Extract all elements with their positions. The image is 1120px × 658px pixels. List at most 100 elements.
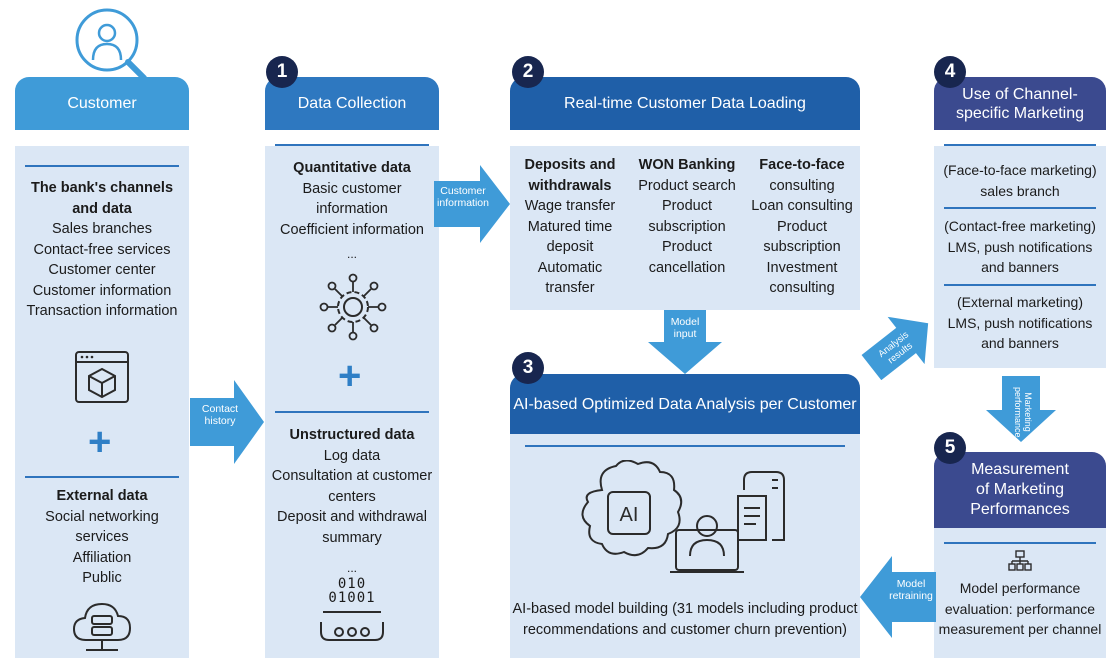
unstructured-item: centers: [328, 488, 376, 505]
channels-block: The bank's channels and data Sales branc…: [15, 178, 189, 322]
external-item: Public: [82, 570, 122, 586]
deposits-title: withdrawals: [528, 177, 612, 194]
won-banking-item: Product search: [638, 177, 736, 194]
divider: [25, 476, 179, 478]
face-to-face-item: Loan consulting: [751, 198, 853, 214]
data-loading-panel: [510, 146, 860, 310]
divider: [275, 144, 429, 146]
unstructured-block: Unstructured data Log data Consultation …: [265, 425, 439, 548]
ellipsis: ...: [346, 247, 357, 261]
customer-header-label: Customer: [67, 95, 137, 112]
quantitative-item: information: [316, 201, 388, 217]
marketing-performance-label: Marketing performance: [1013, 387, 1033, 438]
face-to-face-column: Face-to-face consulting Loan consulting …: [746, 155, 858, 299]
deposits-item: transfer: [545, 280, 595, 296]
channels-title-1: The bank's channels: [30, 180, 174, 196]
marketing-block: (Contact-free marketing) LMS, push notif…: [944, 218, 1096, 275]
won-banking-item: subscription: [648, 218, 726, 235]
channel-item: Customer information: [32, 282, 172, 299]
unstructured-title: Unstructured data: [289, 427, 415, 443]
ai-label: AI: [620, 504, 639, 526]
unstructured-item: Deposit and withdrawal: [277, 509, 427, 525]
deposits-item: deposit: [546, 239, 594, 255]
face-to-face-item: Investment: [766, 259, 838, 276]
divider: [944, 207, 1096, 209]
deposits-title: Deposits and: [524, 157, 616, 173]
ellipsis: ...: [346, 561, 357, 575]
plus-icon: +: [88, 420, 112, 464]
divider: [275, 411, 429, 413]
cloud-server-icon: [72, 600, 132, 658]
step-5-badge: 5: [934, 432, 966, 464]
model-retraining-label: Model retraining: [889, 578, 933, 602]
data-loading-header: Real-time Customer Data Loading: [510, 77, 860, 130]
channels-title-2: and data: [72, 200, 132, 217]
won-banking-item: Product: [662, 198, 712, 214]
channel-marketing-title: Use of Channel-: [962, 85, 1078, 103]
model-input-label: Model input: [670, 316, 700, 340]
quantitative-item: Coefficient information: [279, 221, 424, 238]
customer-search-icon: [62, 2, 172, 82]
measurement-header: Measurement of Marketing Performances: [934, 452, 1106, 528]
external-item: Affiliation: [72, 549, 132, 566]
data-collection-panel: [265, 146, 439, 658]
step-3-badge: 3: [512, 352, 544, 384]
measurement-title: Measurement: [971, 461, 1069, 478]
channel-item: Sales branches: [52, 221, 152, 237]
binary-top: 010: [337, 576, 367, 592]
data-collection-header: Data Collection: [265, 77, 439, 130]
data-loading-title: Real-time Customer Data Loading: [564, 95, 806, 112]
unstructured-item: Log data: [323, 447, 381, 464]
won-banking-column: WON Banking Product search Product subsc…: [628, 155, 746, 278]
deposits-item: Wage transfer: [524, 198, 616, 214]
won-banking-title: WON Banking: [638, 157, 736, 173]
divider: [944, 144, 1096, 146]
model-retraining-arrow: [860, 556, 936, 638]
won-banking-item: Product: [662, 239, 712, 255]
step-2-badge: 2: [512, 56, 544, 88]
hierarchy-icon: [1008, 550, 1032, 572]
ai-analysis-panel: [510, 434, 860, 658]
external-title: External data: [56, 488, 148, 504]
divider: [944, 284, 1096, 286]
channel-item: Contact-free services: [33, 241, 171, 258]
ai-analysis-header: AI-based Optimized Data Analysis per Cus…: [510, 374, 860, 434]
deposits-item: Automatic: [537, 259, 603, 276]
customer-header: Customer: [15, 77, 189, 130]
marketing-block: (Face-to-face marketing) sales branch: [943, 162, 1097, 199]
external-item: Social networking: [45, 508, 159, 525]
contact-history-label: Contact history: [201, 403, 239, 427]
data-collection-title: Data Collection: [297, 95, 407, 112]
ai-brain-icon: AI: [574, 460, 798, 580]
deposits-column: Deposits and withdrawals Wage transfer M…: [512, 155, 628, 299]
marketing-block: (External marketing) LMS, push notificat…: [947, 294, 1093, 351]
face-to-face-item: consulting: [769, 177, 835, 194]
ai-analysis-title: AI-based Optimized Data Analysis per Cus…: [513, 395, 857, 413]
customer-information-label: Customer information: [437, 185, 489, 209]
divider: [944, 542, 1096, 544]
analysis-results-arrow: [858, 312, 940, 380]
browser-cube-icon: [74, 350, 130, 404]
network-gear-icon: [318, 272, 388, 342]
external-item: services: [75, 529, 129, 545]
divider: [525, 445, 845, 447]
won-banking-item: cancellation: [648, 259, 726, 276]
step-4-badge: 4: [934, 56, 966, 88]
face-to-face-item: consulting: [769, 280, 835, 296]
measurement-panel: [934, 528, 1106, 658]
step-1-badge: 1: [266, 56, 298, 88]
ai-caption-line: recommendations and customer churn preve…: [523, 621, 847, 638]
marketing-performance-arrow: [986, 376, 1056, 442]
channel-item: Transaction information: [26, 303, 178, 319]
face-to-face-title: Face-to-face: [759, 157, 845, 173]
external-block: External data Social networking services…: [15, 486, 189, 589]
face-to-face-item: subscription: [763, 239, 841, 255]
face-to-face-item: Product: [777, 218, 827, 235]
channel-marketing-title: specific Marketing: [955, 104, 1085, 122]
plus-icon: +: [338, 354, 362, 398]
unstructured-item: summary: [322, 529, 382, 546]
divider: [25, 165, 179, 167]
measurement-body: Model performance evaluation: performanc…: [938, 580, 1102, 637]
binary-bottom: 01001: [328, 590, 376, 606]
measurement-title: of Marketing: [975, 481, 1065, 498]
